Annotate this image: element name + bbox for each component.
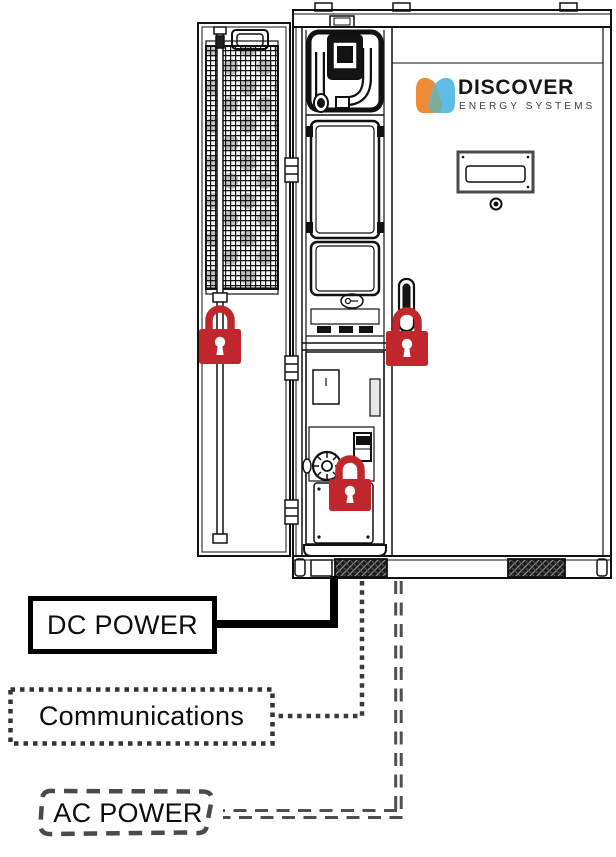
base-bracket [596,558,608,577]
battery-slot-upper [309,119,381,240]
status-indicator [489,197,503,211]
brand-logo: DISCOVER ENERGY SYSTEMS [416,76,595,113]
logo-mark [416,77,455,113]
door-handle [397,277,416,333]
bay-divider [302,342,390,351]
display-window [456,150,535,194]
door-lock-rod [212,26,228,544]
battery-slot-lower [309,240,381,297]
center-post [284,27,303,556]
cabinet-roof [292,2,612,28]
equipment-bay [302,15,390,557]
cabinet-base [292,555,612,579]
base-bracket [294,558,306,577]
dc-power-line [214,576,338,628]
logo-overlap-shape [428,84,443,113]
breaker-oval [340,293,364,309]
left-door [197,22,291,557]
communications-box: Communications [8,687,275,746]
brand-name: DISCOVER [458,76,574,99]
vent-grille-right [507,558,566,578]
communications-line [278,581,365,719]
hvac-section [306,15,384,113]
inverter-compartment [302,351,385,545]
battery-section [306,114,384,337]
ac-power-label: AC POWER [53,797,203,828]
connector-lines [214,576,403,819]
communications-label: Communications [38,701,245,731]
brand-tagline: ENERGY SYSTEMS [459,101,595,112]
hinge [284,499,299,525]
cabinet [197,2,612,579]
bay-bottom-lip [303,544,387,557]
door-latch-handle [231,29,269,50]
ac-power-line [221,581,403,819]
junction-box [312,369,340,405]
right-door [397,150,535,333]
dc-power-box: DC POWER [28,596,217,654]
ac-power-box: AC POWER [33,783,223,843]
hinge [284,157,299,183]
dc-power-label: DC POWER [47,609,198,640]
switch-block [353,432,372,462]
padlock-left-door-icon [199,305,241,364]
hinge [284,355,299,381]
cable-gland-knob [302,450,343,482]
vent-grille-left [334,558,388,578]
padlock-right-door-icon [386,307,428,366]
padlock-inverter-icon [329,455,371,511]
